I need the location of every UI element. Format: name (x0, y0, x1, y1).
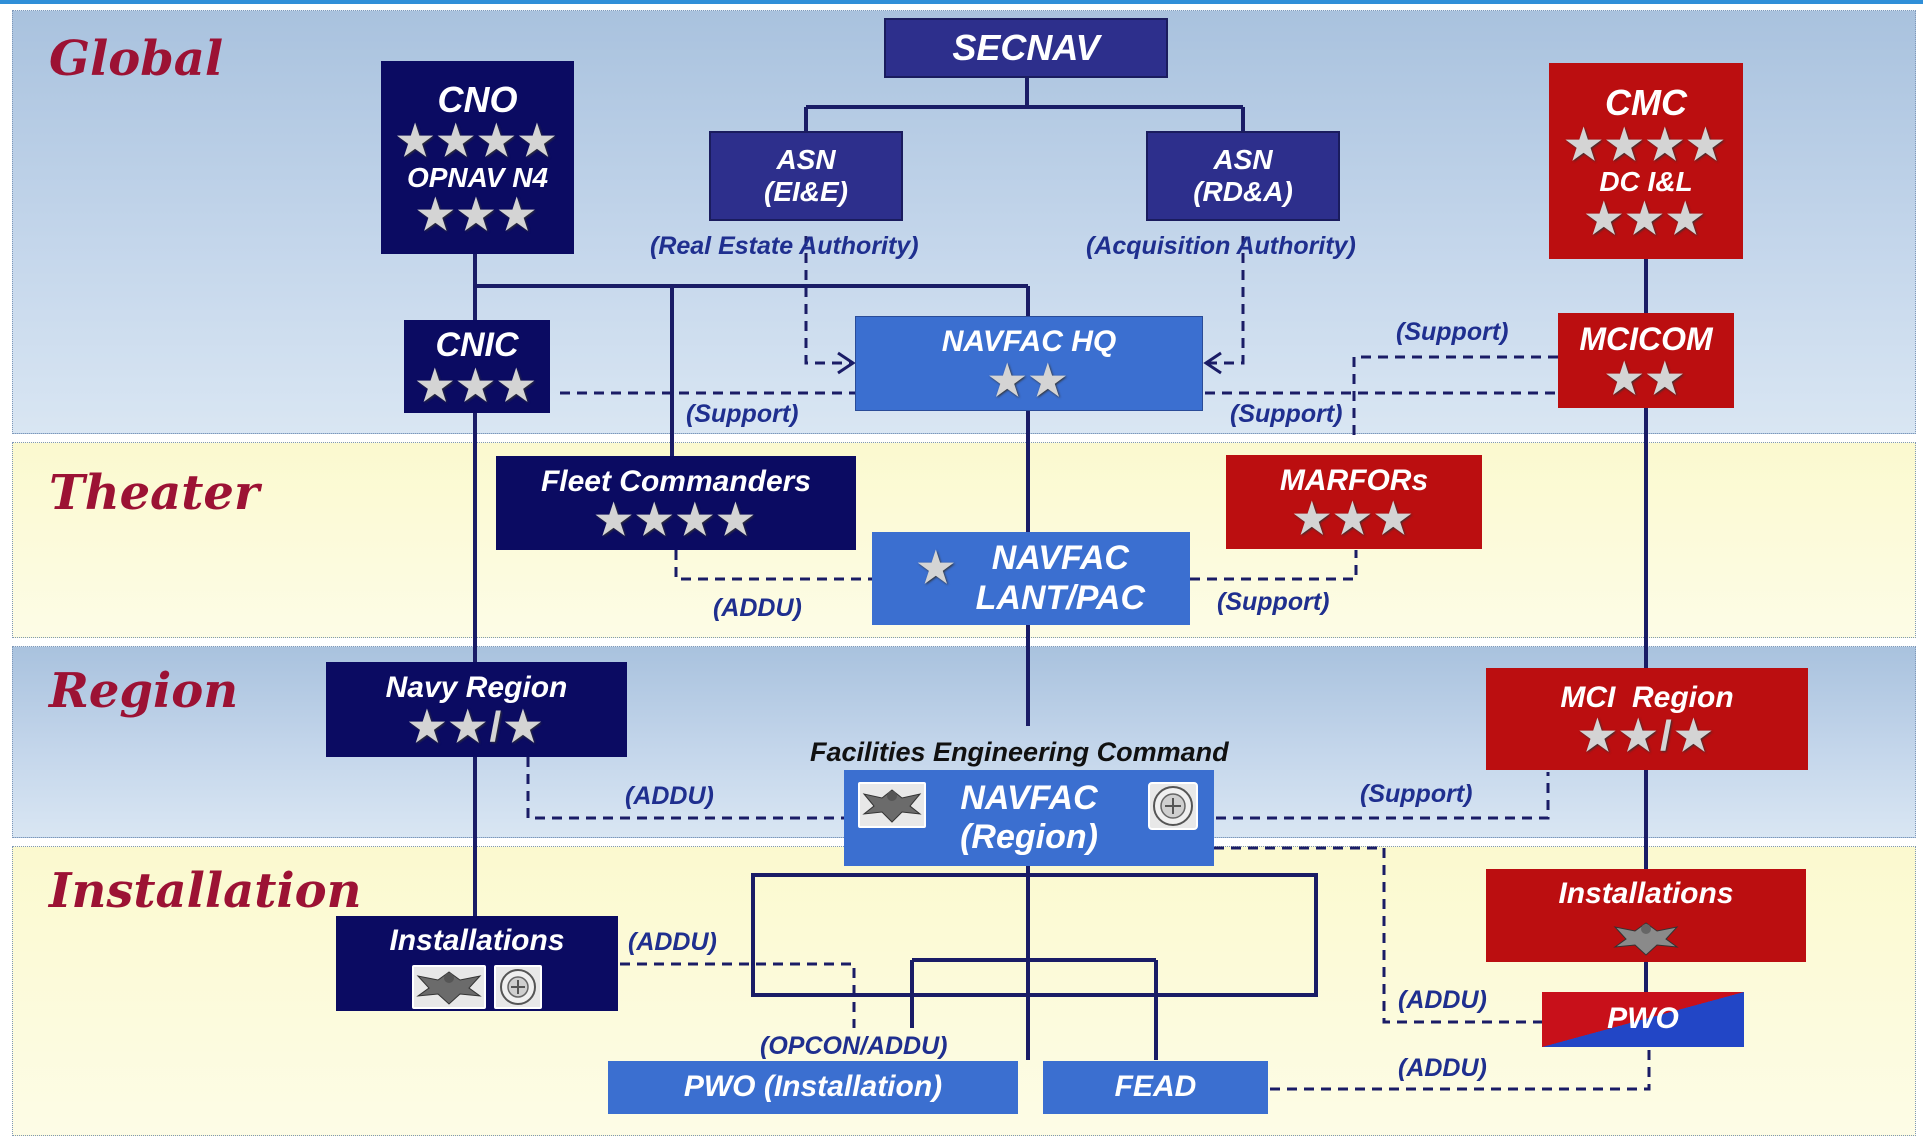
asn-eie-line2: (EI&E) (764, 176, 848, 207)
cno-title: CNO (437, 78, 518, 120)
asn-rda-line2: (RD&A) (1193, 176, 1293, 207)
pwo-installation-box: PWO (Installation) (608, 1061, 1018, 1114)
navy-installations-title: Installations (389, 924, 565, 957)
asn-rda-box: ASN (RD&A) (1146, 131, 1340, 221)
civil-service-seal-icon (494, 964, 542, 1009)
navy-region-title: Navy Region (385, 671, 568, 705)
mc-installations-box: Installations (1486, 869, 1806, 962)
fleet-commanders-title: Fleet Commanders (540, 464, 812, 498)
cnic-box: CNIC ★★★ (404, 320, 550, 413)
marfors-box: MARFORs ★★★ (1226, 455, 1482, 549)
acquisition-authority-label: (Acquisition Authority) (1086, 232, 1356, 260)
fead-title: FEAD (1114, 1070, 1197, 1104)
navfac-hq-box: NAVFAC HQ ★★ (855, 316, 1203, 411)
two-star-icon: ★★ (988, 356, 1070, 404)
asn-eie-line1: ASN (776, 143, 836, 175)
marfors-title: MARFORs (1279, 463, 1429, 497)
navfac-lantpac-line1: NAVFAC (991, 539, 1129, 578)
mci-region-box: MCI Region ★★/★ (1486, 668, 1808, 770)
secnav-box: SECNAV (884, 18, 1168, 78)
cmc-title: CMC (1605, 82, 1687, 124)
mcicom-support-label-top: (Support) (1396, 318, 1509, 346)
navfac-region-line2: (Region) (960, 818, 1098, 856)
navy-region-box: Navy Region ★★/★ (326, 662, 627, 757)
fleet-addu-label: (ADDU) (713, 594, 802, 622)
asn-rda-line1: ASN (1213, 143, 1273, 175)
four-star-icon: ★★★★ (396, 117, 559, 165)
opnav-n4-label: OPNAV N4 (406, 162, 549, 194)
mcicom-support-label-bottom: (Support) (1230, 400, 1343, 428)
fead-box: FEAD (1043, 1061, 1268, 1114)
navy-installations-box: Installations (336, 916, 618, 1011)
theater-tier-label: Theater (49, 465, 260, 521)
opcon-addu-label: (OPCON/ADDU) (760, 1032, 948, 1060)
two-star-one-star-icon: ★★/★ (408, 702, 545, 750)
dc-il-label: DC I&L (1599, 165, 1693, 197)
installations-addu-label: (ADDU) (628, 928, 717, 956)
pwo-mc-title: PWO (1607, 1002, 1679, 1036)
three-star-icon: ★★★ (1293, 495, 1415, 543)
cnic-title: CNIC (435, 325, 519, 364)
cmc-box: CMC ★★★★ DC I&L ★★★ (1549, 63, 1743, 259)
eagle-insignia-icon (1611, 918, 1681, 967)
cno-box: CNO ★★★★ OPNAV N4 ★★★ (381, 61, 574, 254)
navfac-lantpac-line2: LANT/PAC (975, 578, 1145, 617)
three-star-icon: ★★★ (416, 191, 539, 239)
two-star-icon: ★★ (1605, 354, 1687, 402)
installation-tier-label: Installation (49, 863, 362, 919)
navfac-region-line1: NAVFAC (960, 778, 1098, 817)
mcicom-title: MCICOM (1579, 321, 1713, 358)
mc-installations-title: Installations (1558, 877, 1734, 910)
real-estate-authority-label: (Real Estate Authority) (650, 232, 919, 260)
global-tier-label: Global (49, 31, 224, 87)
one-star-icon: ★ (916, 543, 958, 591)
four-star-icon: ★★★★ (1564, 120, 1728, 168)
three-star-icon: ★★★ (1585, 194, 1707, 242)
secnav-title: SECNAV (952, 27, 1100, 69)
four-star-icon: ★★★★ (594, 496, 758, 544)
navfac-region-box: NAVFAC (Region) (844, 770, 1214, 866)
civil-service-seal-icon (1148, 782, 1198, 830)
marfors-support-label: (Support) (1217, 588, 1330, 616)
navy-region-addu-label: (ADDU) (625, 782, 714, 810)
eagle-insignia-icon (412, 964, 486, 1009)
mcicom-box: MCICOM ★★ (1558, 313, 1734, 408)
fead-addu-label: (ADDU) (1398, 1054, 1487, 1082)
pwo-installation-title: PWO (Installation) (683, 1070, 943, 1104)
eagle-insignia-icon (858, 782, 926, 828)
asn-eie-box: ASN (EI&E) (709, 131, 903, 221)
fleet-commanders-box: Fleet Commanders ★★★★ (496, 456, 856, 550)
facilities-engineering-command-caption: Facilities Engineering Command (810, 737, 1229, 767)
three-star-icon: ★★★ (416, 362, 538, 410)
navfac-lantpac-box: ★ NAVFAC LANT/PAC (872, 532, 1190, 625)
region-tier-label: Region (49, 663, 239, 719)
two-star-one-star-icon: ★★/★ (1578, 712, 1716, 760)
top-accent-line (0, 0, 1923, 4)
mci-region-title: MCI Region (1560, 680, 1734, 714)
pwo-addu-label: (ADDU) (1398, 986, 1487, 1014)
mci-region-support-label: (Support) (1360, 780, 1473, 808)
pwo-mc-box: PWO (1542, 992, 1744, 1047)
cnic-support-label: (Support) (686, 400, 799, 428)
navfac-hq-title: NAVFAC HQ (941, 325, 1117, 359)
